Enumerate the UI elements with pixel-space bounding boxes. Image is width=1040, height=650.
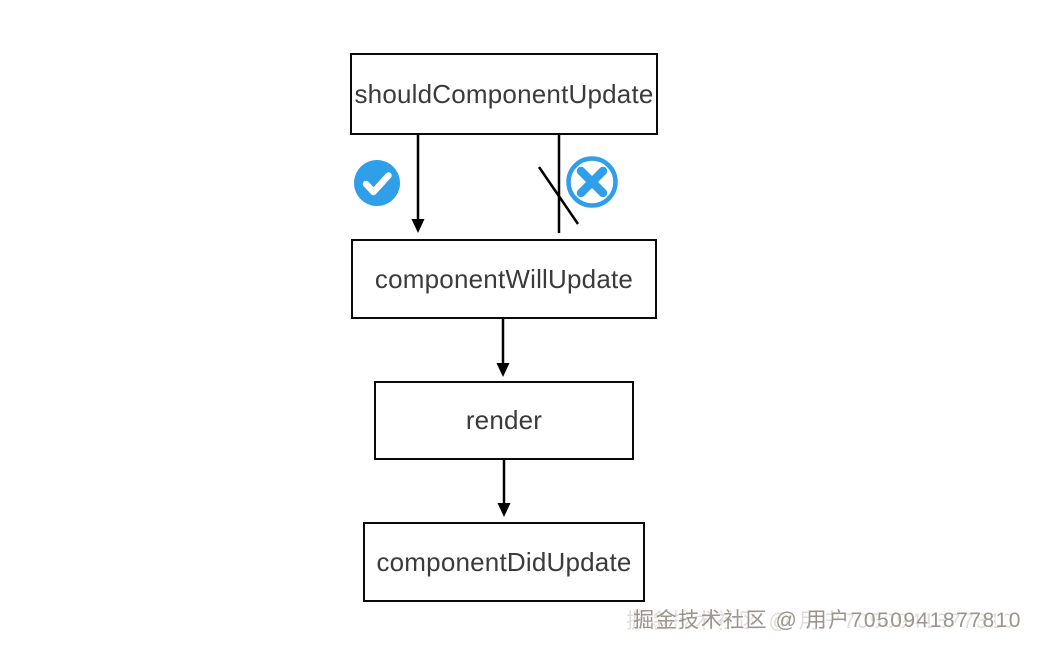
cross-circle-icon [566,156,618,208]
edge-willupdate-to-render [496,319,510,377]
node-render: render [374,381,634,460]
edge-true-branch [411,135,425,233]
node-label: shouldComponentUpdate [354,78,654,109]
node-label: render [465,405,543,435]
check-circle-icon [354,160,400,206]
node-label: componentDidUpdate [376,546,632,577]
node-component-will-update: componentWillUpdate [351,239,657,319]
edge-render-to-didupdate [497,460,511,517]
node-label: componentWillUpdate [374,263,634,294]
juejin-watermark: 掘金技术社区 @ 用户7050941877810 [633,609,1022,632]
node-component-did-update: componentDidUpdate [363,522,645,602]
node-should-component-update: shouldComponentUpdate [350,53,658,135]
